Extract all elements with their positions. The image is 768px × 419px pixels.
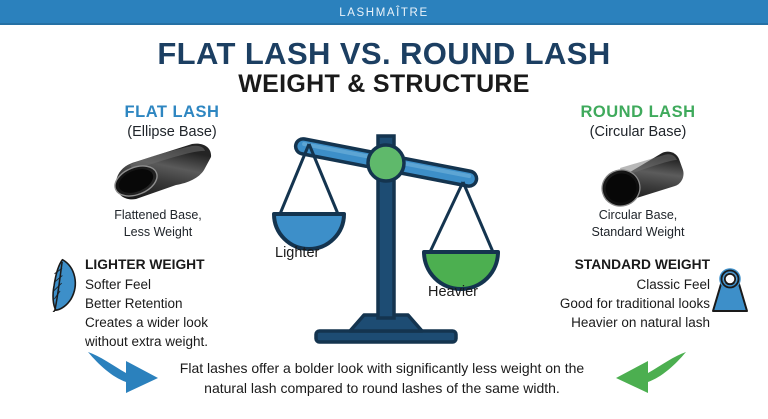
round-lash-heading-block: ROUND LASH (Circular Base)	[528, 103, 748, 140]
brand-band: LASHMAÎTRE	[0, 0, 768, 25]
flat-lash-subtitle: (Ellipse Base)	[127, 124, 217, 140]
flat-benefit-line: Softer Feel	[85, 276, 152, 292]
footer-summary: Flat lashes offer a bolder look with sig…	[142, 358, 622, 399]
page-subtitle: WEIGHT & STRUCTURE	[238, 70, 530, 98]
flat-lash-shape-icon	[100, 140, 215, 208]
flat-lash-shape-caption: Flattened Base, Less Weight	[48, 207, 268, 241]
round-lash-subtitle: (Circular Base)	[589, 124, 687, 140]
scale-right-pan-label: Heavier	[428, 284, 478, 300]
round-lash-benefits: STANDARD WEIGHT Classic Feel Good for tr…	[505, 255, 710, 332]
round-benefit-line: Classic Feel	[636, 276, 710, 292]
flat-benefit-line: Better Retention	[85, 295, 183, 311]
weight-icon	[707, 266, 753, 314]
flat-benefit-line: without extra weight.	[85, 334, 209, 350]
round-lash-shape-caption: Circular Base, Standard Weight	[528, 207, 748, 241]
footer-line1: Flat lashes offer a bolder look with sig…	[179, 360, 585, 376]
flat-caption-line2: Less Weight	[123, 224, 193, 239]
page-title: FLAT LASH VS. ROUND LASH	[157, 36, 611, 71]
round-lash-shape-icon	[588, 140, 698, 208]
round-caption-line2: Standard Weight	[591, 224, 685, 239]
round-benefit-title: STANDARD WEIGHT	[574, 257, 710, 272]
flat-benefit-title: LIGHTER WEIGHT	[85, 257, 205, 272]
scale-left-assembly	[272, 143, 346, 251]
flat-lash-title: FLAT LASH	[124, 103, 220, 121]
scale-right-assembly	[422, 181, 500, 291]
band-shadow	[0, 23, 768, 25]
feather-icon	[36, 256, 88, 319]
round-caption-line1: Circular Base,	[598, 208, 678, 222]
arrow-left-pointing-icon	[612, 349, 688, 395]
round-benefit-line: Good for traditional looks	[559, 295, 710, 311]
footer-line2: natural lash compared to round lashes of…	[204, 380, 560, 397]
scale-left-pan-label: Lighter	[275, 245, 320, 261]
flat-caption-line1: Flattened Base,	[114, 208, 202, 222]
round-lash-title: ROUND LASH	[580, 103, 696, 121]
flat-lash-heading-block: FLAT LASH (Ellipse Base)	[62, 103, 282, 140]
arrow-right-pointing-icon	[86, 349, 162, 395]
flat-lash-benefits: LIGHTER WEIGHT Softer Feel Better Retent…	[85, 255, 285, 351]
flat-benefit-line: Creates a wider look	[85, 314, 209, 330]
brand-logo: LASHMAÎTRE	[339, 6, 429, 19]
balance-scale-graphic	[258, 118, 513, 348]
round-benefit-line: Heavier on natural lash	[571, 314, 710, 330]
